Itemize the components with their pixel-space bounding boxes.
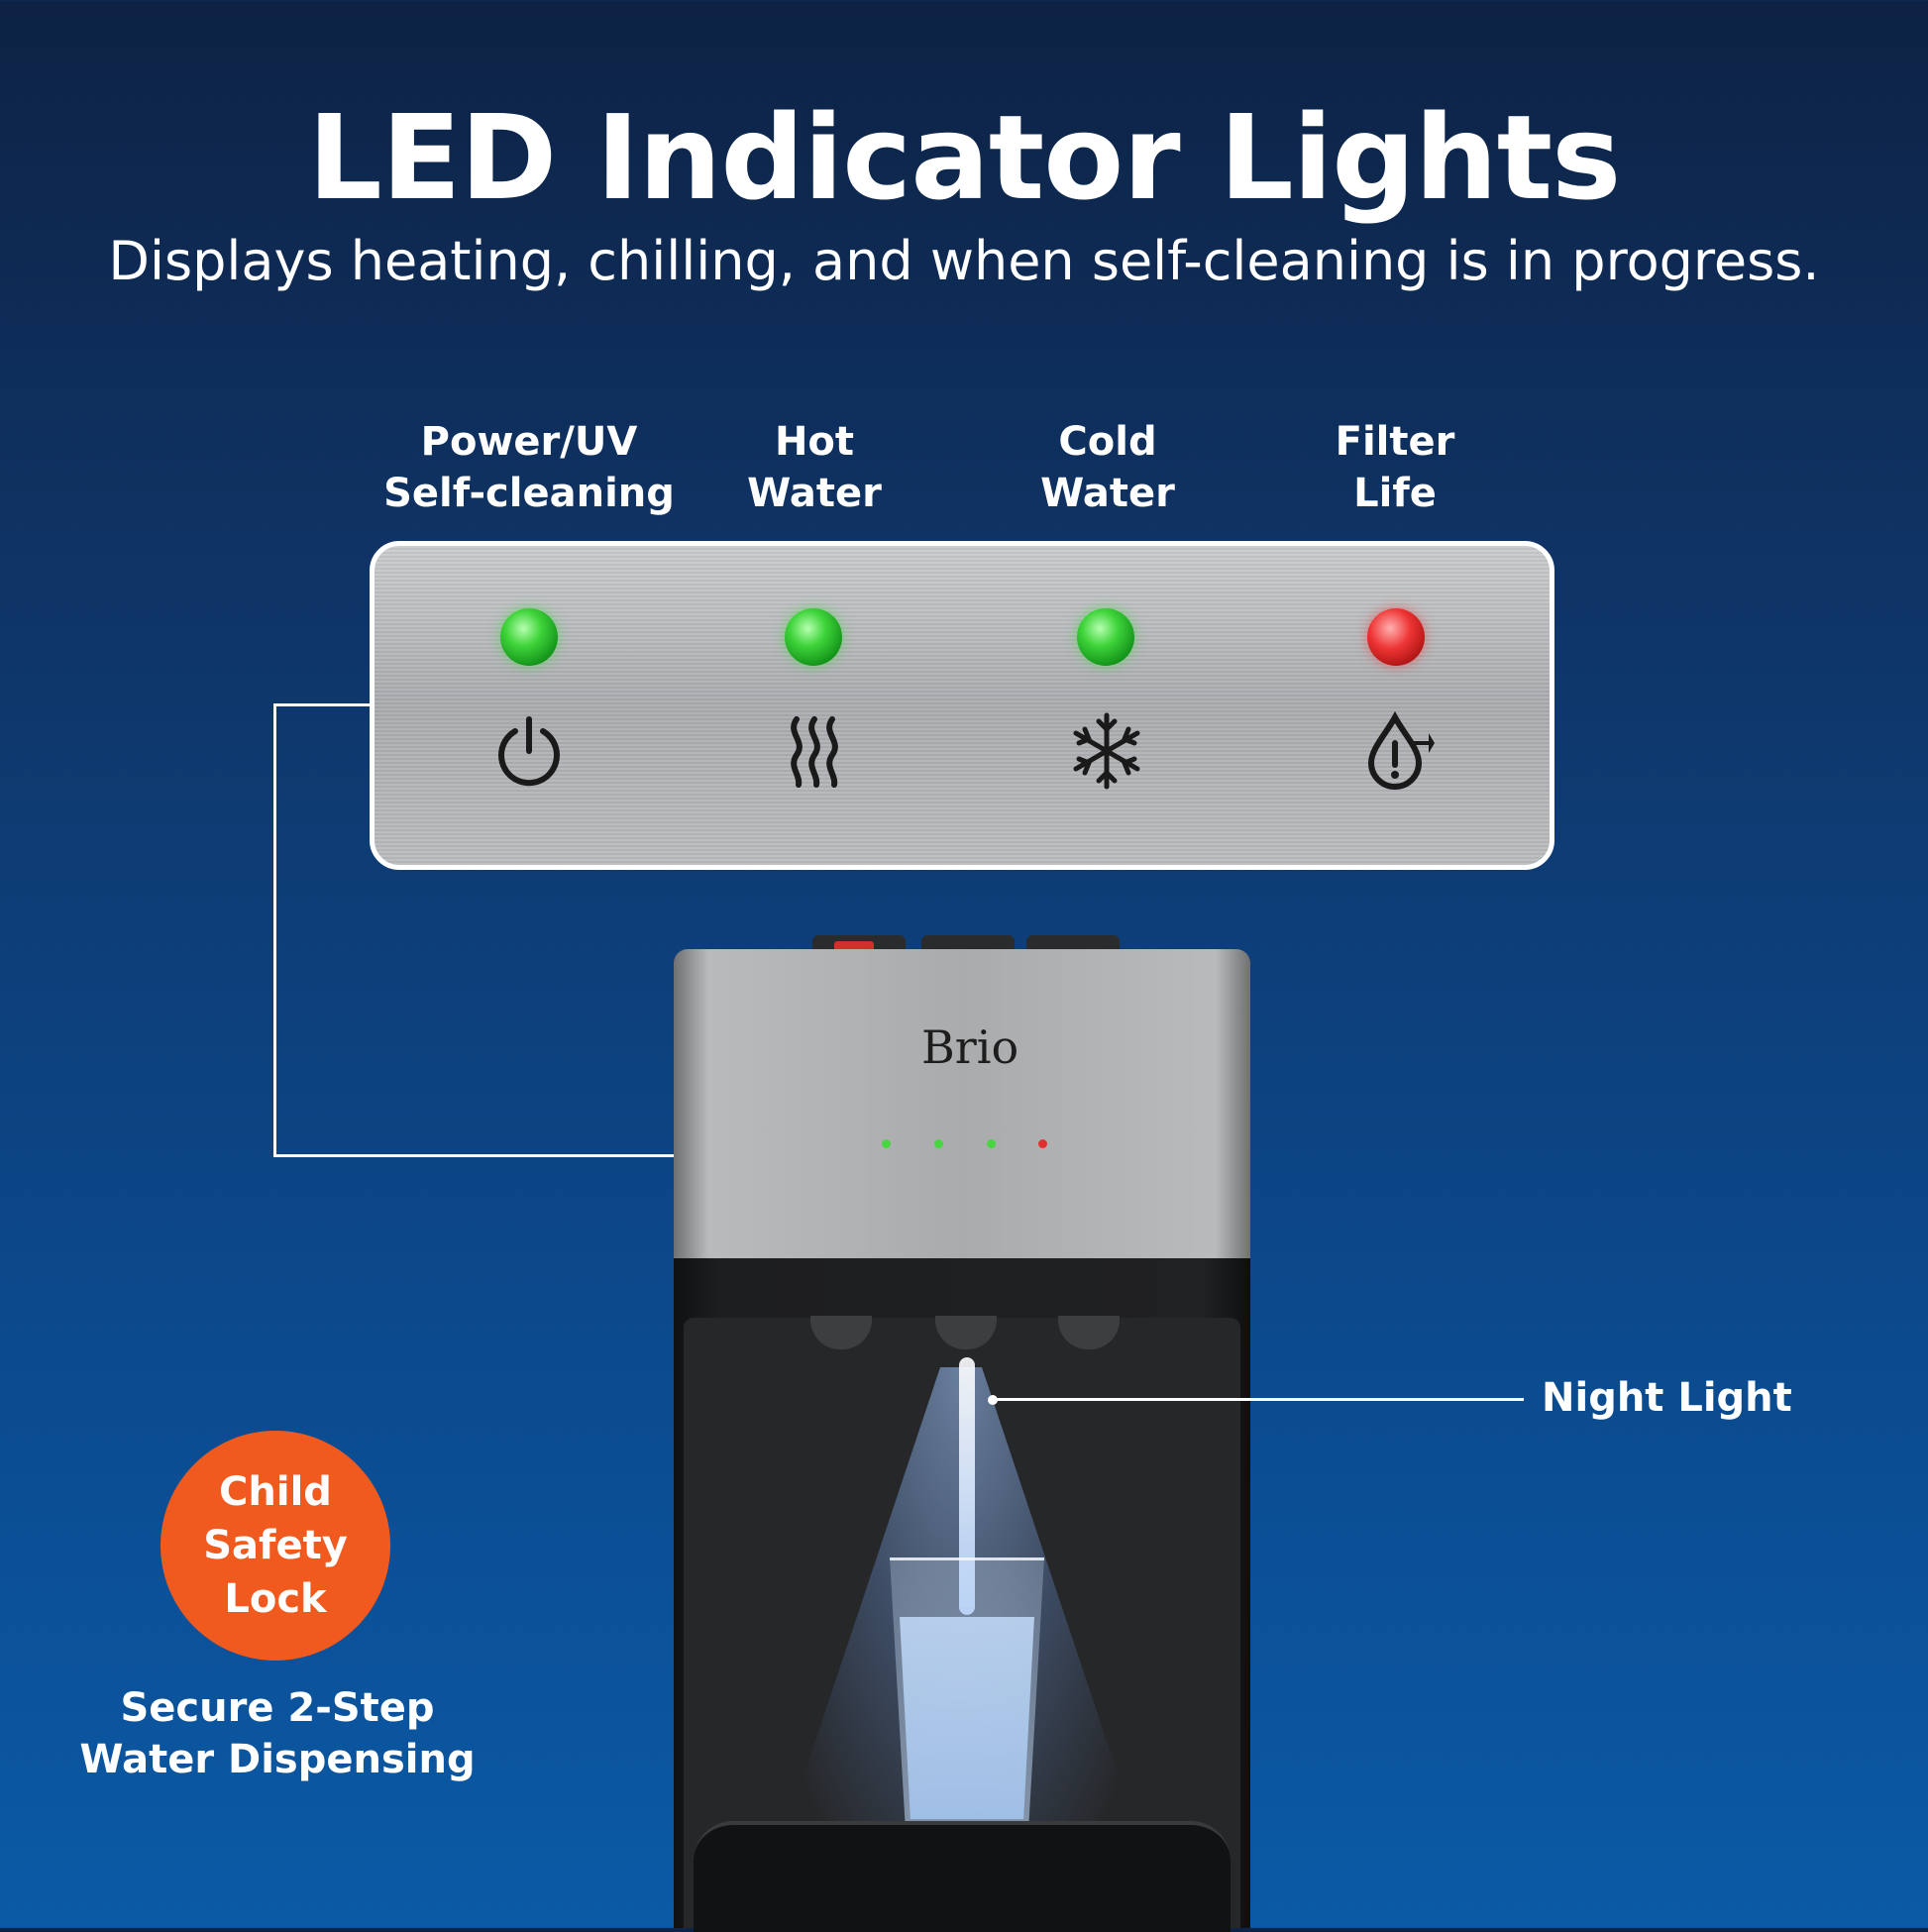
snowflake-icon: [1073, 712, 1140, 790]
night-light-label: Night Light: [1542, 1375, 1792, 1421]
night-light-dot: [988, 1395, 998, 1405]
filter-life-led: [1367, 608, 1425, 666]
page-title: LED Indicator Lights: [307, 89, 1622, 226]
cold-water-led: [1077, 608, 1134, 666]
brand-logo: Brio: [921, 1020, 1019, 1074]
child-safety-lock-badge: Child Safety Lock: [161, 1431, 390, 1661]
mini-cold-led: [987, 1139, 996, 1148]
water-stream: [959, 1357, 975, 1615]
hot-water-led: [785, 608, 842, 666]
callout-line-vertical: [273, 703, 276, 1157]
callout-line-bottom: [273, 1154, 848, 1157]
power-led: [500, 608, 558, 666]
filter-alert-icon: [1367, 711, 1435, 790]
indicator-label-hot: Hot Water: [747, 419, 882, 516]
mini-power-led: [882, 1139, 891, 1148]
dispenser-front-panel: [674, 949, 1250, 1258]
indicator-label-filter: Filter Life: [1335, 419, 1455, 516]
glass-water: [900, 1617, 1034, 1819]
indicator-label-cold: Cold Water: [1040, 419, 1175, 516]
red-lock-indicator: [834, 941, 874, 951]
power-icon: [498, 716, 560, 787]
indicator-label-power: Power/UV Self-cleaning: [383, 419, 675, 516]
drip-tray: [694, 1821, 1231, 1932]
heat-waves-icon: [791, 716, 838, 788]
mini-hot-led: [934, 1139, 943, 1148]
night-light-callout-line: [995, 1398, 1524, 1401]
mini-filter-led: [1038, 1139, 1047, 1148]
indicator-panel: [370, 541, 1554, 870]
child-lock-caption: Secure 2-Step Water Dispensing: [79, 1685, 476, 1782]
page-subtitle: Displays heating, chilling, and when sel…: [108, 230, 1820, 292]
callout-line-top: [273, 703, 371, 706]
